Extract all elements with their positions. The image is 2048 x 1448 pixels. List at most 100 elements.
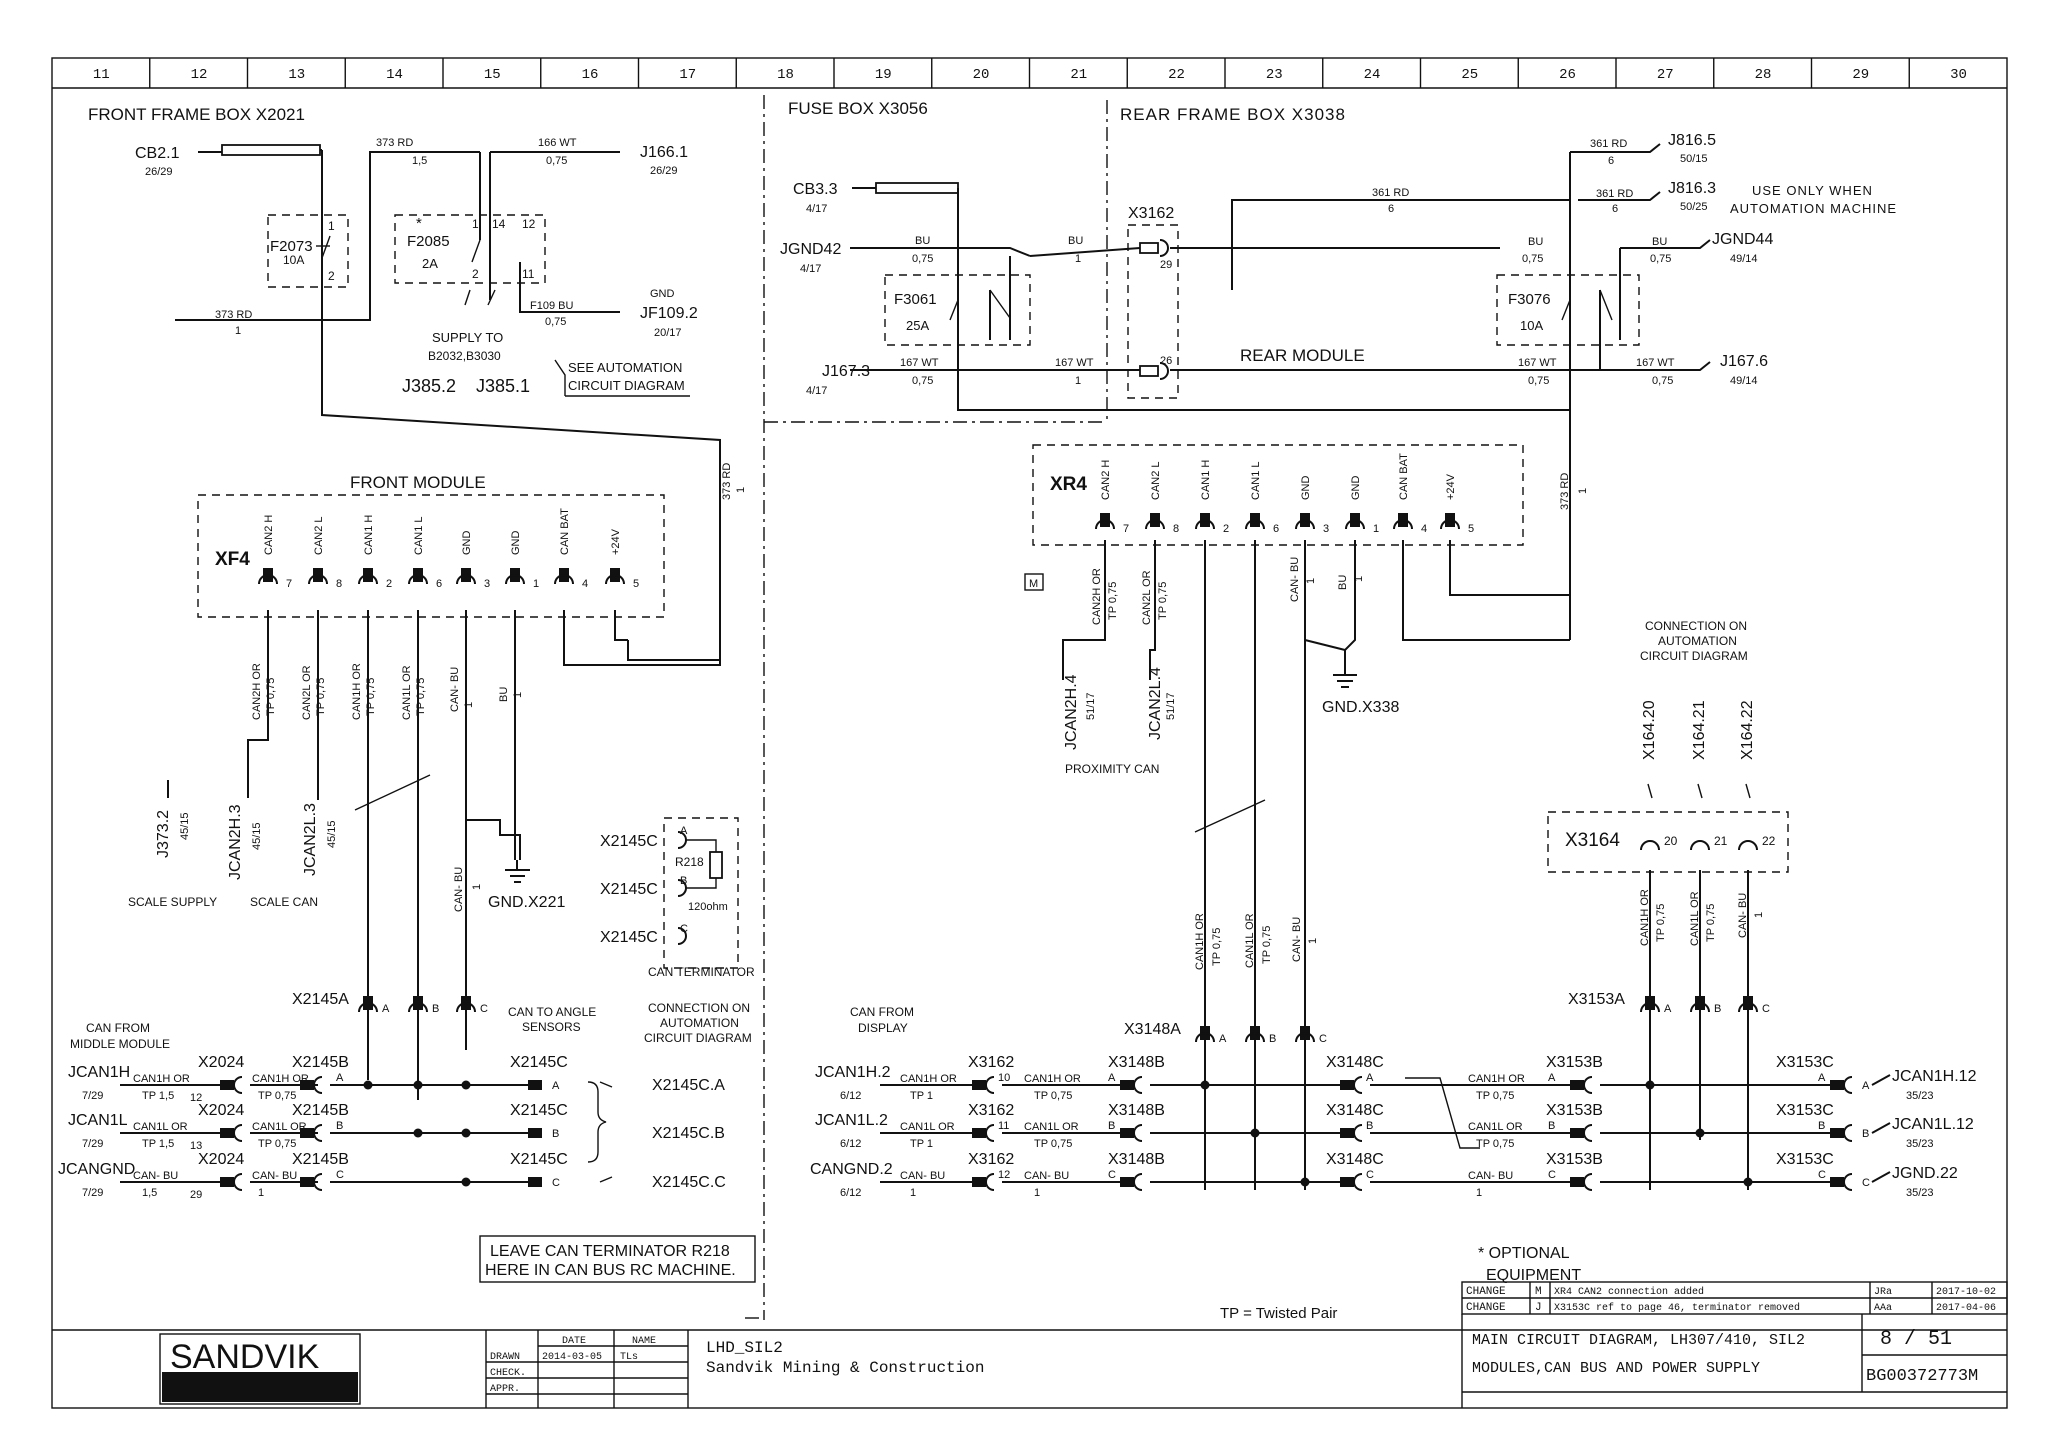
front-can-source-ref: 7/29	[82, 1187, 103, 1199]
rear-can-output: JCAN1L.12	[1892, 1116, 1974, 1133]
rear-can-wire-size: TP 1	[910, 1090, 933, 1102]
front-can-wire-size: 1	[258, 1187, 264, 1199]
xr4-pin-name: GND	[1300, 476, 1312, 501]
xr4-pin-socket	[1345, 513, 1365, 530]
svg-text:GND.X221: GND.X221	[488, 894, 565, 911]
svg-text:10A: 10A	[1520, 318, 1543, 333]
svg-text:TP 0,75: TP 0,75	[1211, 928, 1223, 966]
x2145a-pin-socket	[456, 996, 476, 1013]
svg-text:4/17: 4/17	[800, 263, 821, 275]
xf4-pin-number: 2	[386, 578, 392, 590]
x3153b-pin: B	[1548, 1120, 1555, 1132]
rear-can-source-ref: 6/12	[840, 1187, 861, 1199]
x3148b-plug	[1120, 1124, 1143, 1142]
svg-text:BU: BU	[915, 235, 930, 247]
svg-text:1: 1	[472, 217, 479, 231]
grid-column-15: 15	[484, 67, 501, 83]
xr4-pin-socket	[1095, 513, 1115, 530]
rear-can-wire-size: 1	[910, 1187, 916, 1199]
rear-can-output: JCAN1H.12	[1892, 1068, 1977, 1085]
drawing-title-2: MODULES,CAN BUS AND POWER SUPPLY	[1472, 1360, 1760, 1377]
change-mark: M	[1535, 1286, 1542, 1298]
svg-text:AUTOMATION: AUTOMATION	[660, 1016, 739, 1030]
x3148c-label: X3148C	[1326, 1151, 1384, 1168]
svg-text:CHECK.: CHECK.	[490, 1368, 526, 1379]
svg-text:45/15: 45/15	[179, 812, 191, 840]
svg-text:F3061: F3061	[894, 291, 937, 308]
x2145b-plug	[300, 1076, 323, 1094]
x2145a-pin-socket	[358, 996, 378, 1013]
x2145a-pin-letter: C	[480, 1003, 488, 1015]
svg-text:CAN1H OR: CAN1H OR	[1639, 889, 1651, 946]
xr4-pin-number: 5	[1468, 523, 1474, 535]
xf4-wire-size: TP 0,75	[415, 678, 427, 716]
x2145c-plug	[528, 1080, 542, 1090]
x3148b-label: X3148B	[1108, 1151, 1165, 1168]
rear-can-source: JCAN1L.2	[815, 1112, 888, 1129]
xf4-pin-number: 1	[533, 578, 539, 590]
x3153c-pin: B	[1818, 1120, 1825, 1132]
x3148c-pin: A	[1366, 1072, 1374, 1084]
project-name: LHD_SIL2	[706, 1339, 783, 1357]
rear-can-output: JGND.22	[1892, 1165, 1958, 1182]
x2145c-plug	[528, 1177, 542, 1187]
xf4-pin-number: 8	[336, 578, 342, 590]
x3148b-label: X3148B	[1108, 1102, 1165, 1119]
svg-text:0,75: 0,75	[912, 253, 933, 265]
rear-can-wire: CAN1H OR	[1024, 1073, 1081, 1085]
svg-text:49/14: 49/14	[1730, 253, 1758, 265]
xf4-pin-name: CAN1 H	[363, 515, 375, 555]
svg-text:CAN FROM: CAN FROM	[86, 1021, 150, 1035]
svg-text:J373.2: J373.2	[155, 810, 172, 858]
svg-text:1: 1	[1075, 375, 1081, 387]
svg-text:LEAVE CAN TERMINATOR R218: LEAVE CAN TERMINATOR R218	[490, 1243, 730, 1260]
svg-text:CAN- BU: CAN- BU	[453, 867, 465, 912]
junction-dot	[1300, 1177, 1310, 1187]
front-can-source-ref: 7/29	[82, 1138, 103, 1150]
x2145b-pin: C	[336, 1169, 344, 1181]
svg-text:TP 0,75: TP 0,75	[1705, 904, 1717, 942]
svg-text:PROXIMITY CAN: PROXIMITY CAN	[1065, 762, 1159, 776]
junction-dot	[413, 1128, 423, 1138]
xf4-wire-size: TP 0,75	[315, 678, 327, 716]
change-date: 2017-04-06	[1936, 1303, 1996, 1314]
svg-text:SCALE CAN: SCALE CAN	[250, 895, 318, 909]
svg-text:J385.2: J385.2	[402, 376, 456, 396]
svg-text:B2032,B3030: B2032,B3030	[428, 349, 501, 363]
change-by: AAa	[1874, 1303, 1892, 1314]
xf4-pin-socket	[258, 568, 278, 585]
rear-can-source-ref: 6/12	[840, 1090, 861, 1102]
svg-text:J166.1: J166.1	[640, 144, 688, 161]
x3153c-pin-out: C	[1862, 1177, 1870, 1189]
x2145c-label: X2145C	[510, 1054, 568, 1071]
grid-column-24: 24	[1364, 67, 1381, 83]
grid-column-27: 27	[1657, 67, 1674, 83]
svg-text:JCAN2H.4: JCAN2H.4	[1063, 674, 1080, 750]
svg-text:A: A	[680, 825, 688, 837]
xf4-wire-label: CAN- BU	[449, 667, 461, 712]
svg-text:J167.3: J167.3	[822, 363, 870, 380]
xr4-pin-number: 1	[1373, 523, 1379, 535]
grid-column-18: 18	[777, 67, 794, 83]
grid-column-26: 26	[1559, 67, 1576, 83]
svg-text:1: 1	[1353, 576, 1365, 582]
rear-can-wire: CAN1L OR	[900, 1121, 955, 1133]
xf4-wire-size: TP 0,75	[365, 678, 377, 716]
svg-text:14: 14	[492, 217, 506, 231]
front-can-wire: CAN1H OR	[133, 1073, 190, 1085]
change-label: CHANGE	[1466, 1286, 1506, 1298]
f3061-fuse	[884, 274, 1031, 346]
svg-text:6: 6	[1608, 155, 1614, 167]
svg-text:45/15: 45/15	[251, 822, 263, 850]
svg-text:167 WT: 167 WT	[1518, 357, 1557, 369]
xf4-pin-socket	[308, 568, 328, 585]
xr4-pin-number: 4	[1421, 523, 1427, 535]
svg-text:DISPLAY: DISPLAY	[858, 1021, 908, 1035]
rear-can-output-ref: 35/23	[1906, 1090, 1934, 1102]
x3153c-pin-out: A	[1862, 1080, 1870, 1092]
grid-column-29: 29	[1852, 67, 1869, 83]
front-can-source-ref: 7/29	[82, 1090, 103, 1102]
svg-text:DRAWN: DRAWN	[490, 1352, 520, 1363]
